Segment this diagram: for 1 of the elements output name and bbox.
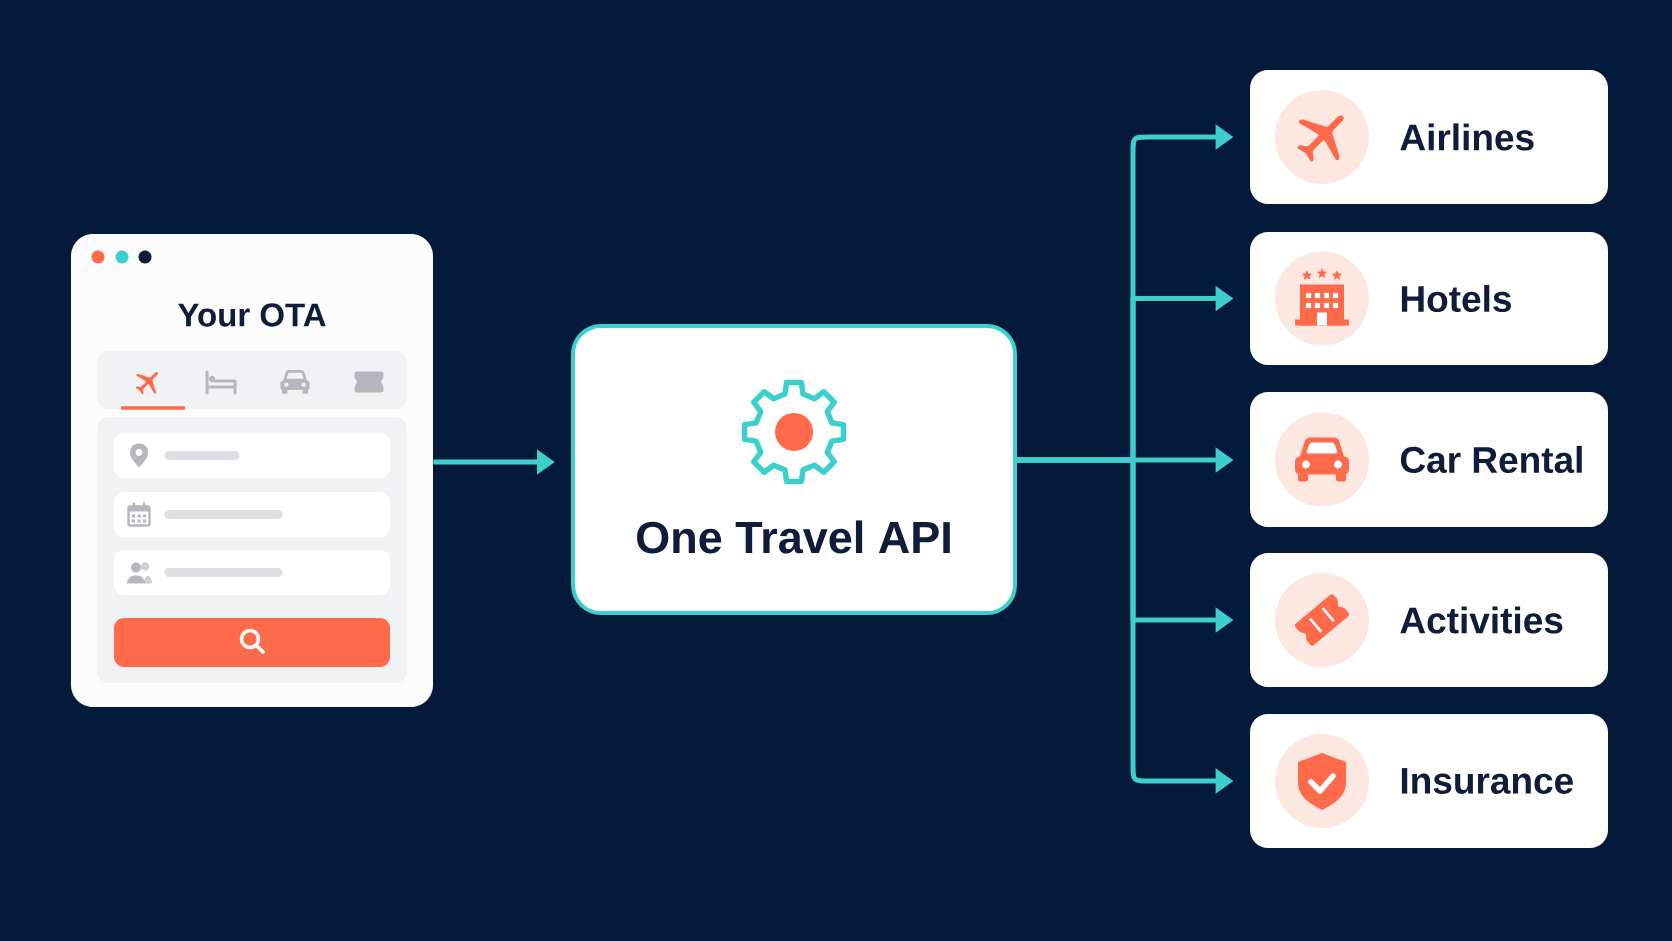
- api-box: One Travel API: [571, 324, 1017, 615]
